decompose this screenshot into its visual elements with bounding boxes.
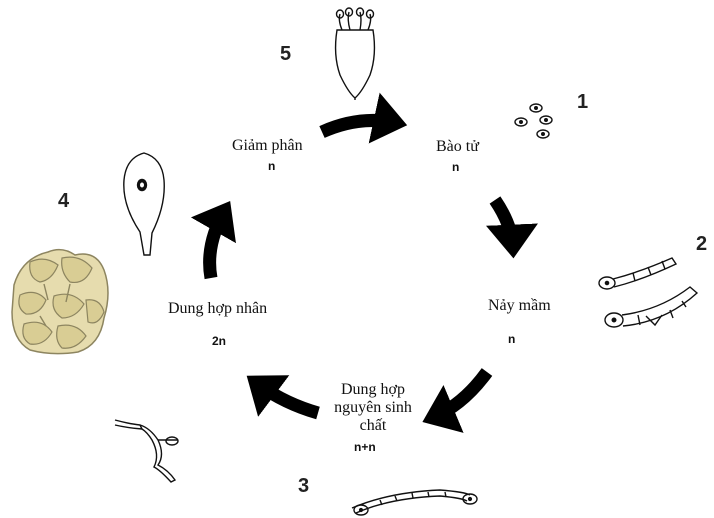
- stage-label-dung-hop-nhan: Dung hợp nhân: [168, 299, 267, 318]
- stage-label-bao-tu: Bào tử: [436, 137, 479, 156]
- stage-label-nay-mam: Nảy mầm: [488, 296, 551, 315]
- basidium-spores-illustration: [336, 8, 375, 100]
- stage-label-line-2: nguyên sinh: [318, 399, 428, 417]
- stage-label-giam-phan: Giảm phân: [232, 136, 303, 155]
- ploidy-dung-hop-nguyen-sinh-chat: n+n: [354, 440, 376, 454]
- stage-number-1: 1: [577, 91, 588, 114]
- spores-illustration: [515, 104, 552, 138]
- germination-illustration: [599, 258, 697, 327]
- stage-number-4: 4: [58, 190, 69, 213]
- stage-number-2: 2: [696, 233, 707, 256]
- ploidy-giam-phan: n: [268, 159, 275, 173]
- stage-number-5: 5: [280, 43, 291, 66]
- stage-label-dung-hop-nguyen-sinh-chat: Dung hợp nguyên sinh chất: [318, 381, 428, 435]
- ploidy-bao-tu: n: [452, 160, 459, 174]
- basidium-2n-illustration: [124, 153, 164, 255]
- stage-label-line-1: Dung hợp: [318, 381, 428, 399]
- ploidy-dung-hop-nhan: 2n: [212, 334, 226, 348]
- mushroom-cluster-illustration: [12, 250, 108, 354]
- ploidy-nay-mam: n: [508, 332, 515, 346]
- stage-number-3: 3: [298, 475, 309, 498]
- stage-label-line-3: chất: [318, 417, 428, 435]
